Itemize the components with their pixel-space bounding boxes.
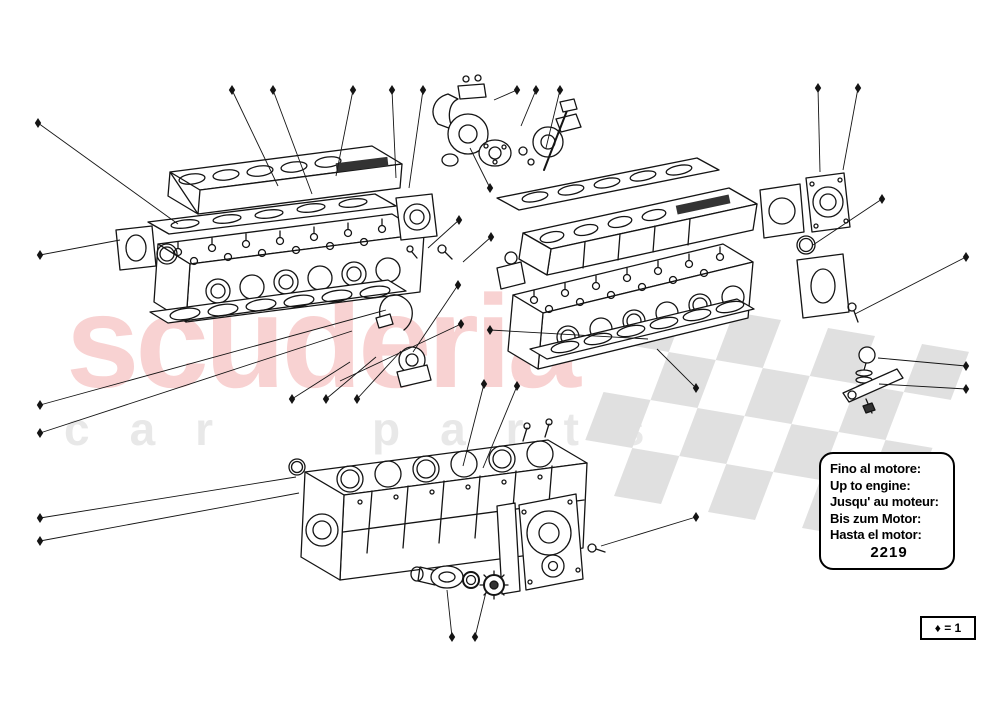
leader-line [272,89,313,195]
leader-line [412,284,459,353]
diamond-marker [455,215,463,225]
leader-line [474,591,487,638]
legend-text: ♦ = 1 [934,621,962,635]
info-line-italian: Fino al motore: [830,461,921,476]
leader-line [878,383,967,390]
leader-line [427,219,460,249]
leader-line [446,589,453,638]
sensor-cable-drawing [375,294,432,388]
diamond-marker [532,85,540,95]
leader-line [656,348,697,389]
leader-line [39,239,121,256]
right-cylinder-head-drawing [496,157,859,370]
diamond-marker [457,319,465,329]
diamond-marker [486,183,494,193]
diamond-marker [36,513,44,523]
info-line-french: Jusqu' au moteur: [830,494,939,509]
leader-line [37,122,179,225]
diamond-marker [878,194,886,204]
leader-line [462,236,492,263]
leader-line [325,356,377,400]
diamond-marker [288,394,296,404]
leader-line [812,198,883,246]
leader-line [39,330,353,434]
info-line-spanish: Hasta el motor: [830,527,922,542]
diamond-marker [228,85,236,95]
diamond-marker [814,83,822,93]
leader-line [817,87,821,173]
leader-line [469,147,491,189]
leader-line [335,89,354,177]
leader-line [231,89,279,187]
water-pump-drawing [432,74,512,167]
leader-lines [37,87,967,638]
leader-line [356,350,402,400]
diamond-marker [692,383,700,393]
diamond-marker [36,250,44,260]
left-cylinder-head-drawing [115,145,453,324]
leader-line [482,385,518,469]
info-line-english: Up to engine: [830,477,911,493]
diamond-markers [34,83,970,642]
leader-line [489,329,649,340]
leader-line [39,309,387,406]
engine-block-drawing [288,418,606,600]
diamond-marker [556,85,564,95]
legend-box: ♦ = 1 [920,616,976,640]
diamond-marker [322,394,330,404]
diamond-marker [962,252,970,262]
diamond-marker [513,381,521,391]
diamond-marker [448,632,456,642]
engine-number: 2219 [870,543,908,561]
diamond-marker [349,85,357,95]
engine-number-info-box: Fino al motore: Up to engine: Jusqu' au … [819,452,955,570]
diamond-marker [388,85,396,95]
diamond-marker [269,85,277,95]
leader-line [39,492,300,542]
diamond-marker [486,325,494,335]
leader-line [493,89,518,101]
leader-line [291,361,351,400]
leader-line [854,256,967,315]
leader-line [39,476,297,519]
leader-line [545,89,561,149]
diamond-marker [36,428,44,438]
leader-line [408,89,424,189]
leader-line [339,323,462,382]
diamond-marker [36,536,44,546]
info-line-german: Bis zum Motor: [830,510,922,526]
diamond-marker [34,118,42,128]
leader-line [462,383,485,467]
leader-line [391,89,397,179]
leader-line [842,87,859,171]
diamond-marker [353,394,361,404]
diamond-marker [480,379,488,389]
tensioner-lever-drawing [842,346,904,414]
diamond-marker [36,400,44,410]
diamond-marker [487,232,495,242]
leader-line [520,89,537,127]
diamond-marker [854,83,862,93]
thermostat-drawing [518,98,582,171]
leader-line [600,516,697,547]
diamond-marker [962,384,970,394]
diamond-marker [471,632,479,642]
diamond-marker [419,85,427,95]
diamond-marker [454,280,462,290]
diamond-marker [962,361,970,371]
watermark-sub-car: car [64,403,254,455]
leader-line [877,357,967,367]
diamond-marker [692,512,700,522]
diamond-marker [513,85,521,95]
